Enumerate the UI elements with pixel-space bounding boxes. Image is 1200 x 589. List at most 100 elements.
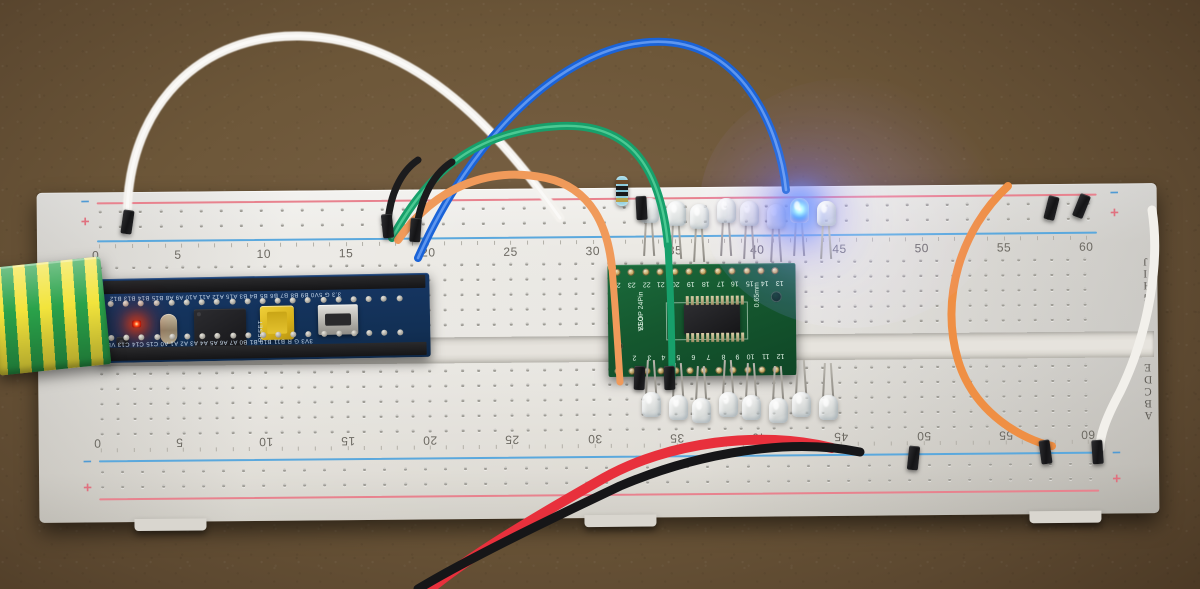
header-pin[interactable] xyxy=(396,329,403,336)
breadboard-hole xyxy=(1006,202,1010,206)
header-pin[interactable] xyxy=(320,296,327,303)
breadboard-hole xyxy=(481,206,486,211)
row-letter: C xyxy=(1144,385,1152,398)
breakout-pad[interactable] xyxy=(758,366,766,374)
scale-tick xyxy=(1036,236,1038,241)
header-pin[interactable] xyxy=(336,330,343,337)
scale-tick xyxy=(824,442,826,447)
header-pin[interactable] xyxy=(350,296,357,303)
scale-tick xyxy=(789,238,791,243)
top-rail-plus-right: + xyxy=(1109,204,1119,222)
breadboard-hole xyxy=(231,431,235,435)
header-pin[interactable] xyxy=(229,298,236,305)
breadboard-hole xyxy=(1034,379,1038,383)
breakout-pad[interactable] xyxy=(728,267,736,275)
header-pin[interactable] xyxy=(275,331,282,338)
led-unlit xyxy=(667,201,686,226)
header-pin[interactable] xyxy=(229,332,236,339)
breakout-pad[interactable] xyxy=(613,268,621,276)
ssop-leg xyxy=(740,295,744,305)
breakout-pad[interactable] xyxy=(627,268,635,276)
breadboard-hole xyxy=(248,416,252,420)
header-pin[interactable] xyxy=(396,295,403,302)
header-pin[interactable] xyxy=(214,332,221,339)
breadboard-hole xyxy=(476,308,480,312)
breadboard-hole xyxy=(847,478,851,482)
header-pin[interactable] xyxy=(290,331,297,338)
header-pin[interactable] xyxy=(305,297,312,304)
breadboard-hole xyxy=(300,223,304,227)
header-pin[interactable] xyxy=(244,332,252,339)
dupont-housing-8 xyxy=(1091,439,1104,465)
header-pin[interactable] xyxy=(138,300,145,307)
bottom-rail-negative-line xyxy=(98,451,1099,463)
header-pin[interactable] xyxy=(198,299,205,306)
header-pin[interactable] xyxy=(199,333,206,340)
scale-tick xyxy=(363,446,366,451)
breakout-pad[interactable] xyxy=(686,367,694,375)
header-pin[interactable] xyxy=(244,298,251,305)
header-pin[interactable] xyxy=(366,329,373,337)
header-pin[interactable] xyxy=(122,300,129,307)
header-pin[interactable] xyxy=(365,295,372,303)
breadboard-hole xyxy=(1067,363,1071,367)
breakout-pad[interactable] xyxy=(685,268,693,276)
header-pin[interactable] xyxy=(289,297,296,304)
header-pin[interactable] xyxy=(213,298,221,305)
header-pin[interactable] xyxy=(108,334,115,342)
header-pin[interactable] xyxy=(274,297,281,304)
breadboard-hole xyxy=(280,208,284,212)
scale-tick xyxy=(660,443,662,448)
led-legs xyxy=(820,224,833,260)
breadboard-hole xyxy=(820,275,824,279)
breadboard-hole xyxy=(820,305,824,309)
scale-tick xyxy=(594,444,596,449)
breadboard-hole xyxy=(161,469,165,473)
breadboard-hole xyxy=(985,424,989,428)
breakout-pad[interactable] xyxy=(771,267,779,275)
header-pin[interactable] xyxy=(380,295,388,302)
breakout-pad[interactable] xyxy=(715,366,723,374)
header-pin[interactable] xyxy=(259,297,266,305)
led xyxy=(669,362,688,420)
header-pin[interactable] xyxy=(138,334,145,341)
breadboard-hole xyxy=(902,259,906,263)
breadboard-hole xyxy=(215,431,219,435)
header-pin[interactable] xyxy=(153,300,160,307)
breadboard-hole xyxy=(838,425,842,429)
breakout-pad[interactable] xyxy=(699,267,707,276)
breakout-pad[interactable] xyxy=(757,267,765,275)
header-pin[interactable] xyxy=(260,331,267,339)
header-pin[interactable] xyxy=(381,329,388,336)
breadboard-hole xyxy=(477,369,481,373)
breadboard-hole xyxy=(302,483,306,487)
breadboard-hole xyxy=(543,398,547,402)
header-pin[interactable] xyxy=(305,331,312,338)
header-pin[interactable] xyxy=(169,333,176,340)
header-pin[interactable] xyxy=(335,296,342,303)
led xyxy=(742,362,761,420)
breadboard-hole xyxy=(522,206,526,210)
breadboard-hole xyxy=(544,466,548,470)
breakout-pad[interactable] xyxy=(714,267,722,275)
breadboard-hole xyxy=(558,277,562,281)
header-pin[interactable] xyxy=(351,330,358,337)
breadboard-hole xyxy=(865,218,869,222)
breadboard-hole xyxy=(591,292,595,296)
breadboard-hole xyxy=(575,368,579,372)
breakout-pad[interactable] xyxy=(642,268,650,276)
header-pin[interactable] xyxy=(153,334,160,341)
breadboard-hole xyxy=(280,430,285,434)
header-pin[interactable] xyxy=(183,299,190,306)
breakout-pad[interactable] xyxy=(656,268,664,276)
breakout-pad[interactable] xyxy=(742,267,751,275)
header-pin[interactable] xyxy=(320,330,327,337)
header-pin[interactable] xyxy=(184,333,191,340)
breakout-pin-number: 8 xyxy=(721,352,725,360)
header-pin[interactable] xyxy=(168,299,175,306)
breakout-pad[interactable] xyxy=(614,367,622,375)
scale-tick xyxy=(477,241,479,246)
header-pin[interactable] xyxy=(107,300,114,308)
breakout-pad[interactable] xyxy=(671,268,679,276)
header-pin[interactable] xyxy=(123,334,130,341)
